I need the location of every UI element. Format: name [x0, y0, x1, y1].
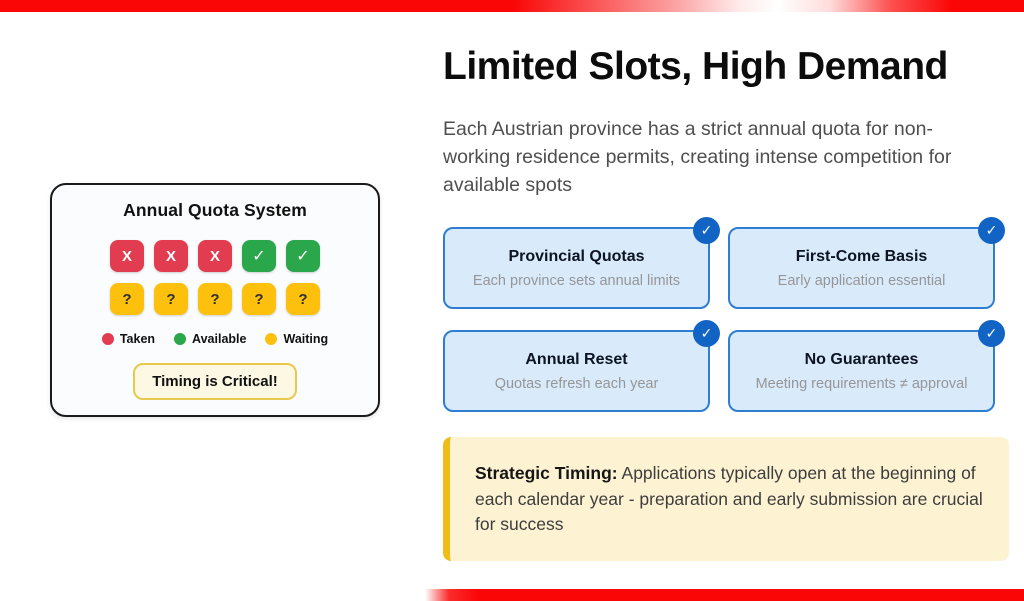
top-accent-bar	[0, 0, 1024, 12]
card-no-guarantees: ✓ No Guarantees Meeting requirements ≠ a…	[728, 320, 1005, 413]
check-badge-icon: ✓	[978, 217, 1005, 245]
legend-item-taken: Taken	[101, 332, 156, 346]
card-subtitle: Meeting requirements ≠ approval	[755, 375, 968, 392]
card-title: Annual Reset	[525, 350, 628, 368]
legend-item-available: Available	[174, 332, 246, 346]
slot-waiting: ?	[286, 283, 320, 315]
callout-text: Strategic Timing: Applications typically…	[475, 461, 983, 537]
card-subtitle: Quotas refresh each year	[494, 375, 659, 392]
waiting-dot-icon	[265, 333, 278, 345]
slot-row-top: X X X ✓ ✓	[110, 240, 320, 272]
available-dot-icon	[174, 333, 187, 345]
main-content: Limited Slots, High Demand Each Austrian…	[443, 44, 1010, 561]
card-provincial-quotas: ✓ Provincial Quotas Each province sets a…	[443, 217, 720, 310]
callout-body: Applications typically open at the begin…	[475, 463, 983, 534]
quota-system-card: Annual Quota System X X X ✓ ✓ ? ? ? ? ? …	[50, 183, 380, 417]
slot-waiting: ?	[110, 283, 144, 315]
slot-available: ✓	[286, 240, 320, 272]
slot-waiting: ?	[154, 283, 188, 315]
quota-card-title: Annual Quota System	[123, 200, 307, 220]
check-badge-icon: ✓	[978, 320, 1005, 348]
legend-label: Waiting	[283, 332, 329, 346]
legend-label: Available	[192, 332, 247, 346]
slot-taken: X	[110, 240, 144, 272]
taken-dot-icon	[101, 333, 114, 345]
slot-waiting: ?	[198, 283, 232, 315]
legend-label: Taken	[119, 332, 156, 346]
card-first-come-basis: ✓ First-Come Basis Early application ess…	[728, 217, 1005, 310]
strategic-timing-callout: Strategic Timing: Applications typically…	[443, 437, 1009, 561]
card-annual-reset: ✓ Annual Reset Quotas refresh each year	[443, 320, 720, 413]
bottom-accent-bar	[425, 589, 1024, 601]
check-badge-icon: ✓	[693, 217, 720, 245]
timing-critical-badge: Timing is Critical!	[133, 363, 297, 400]
slot-waiting: ?	[242, 283, 276, 315]
page-title: Limited Slots, High Demand	[443, 45, 948, 88]
legend: Taken Available Waiting	[101, 332, 328, 346]
card-subtitle: Each province sets annual limits	[472, 272, 681, 289]
card-subtitle: Early application essential	[777, 272, 946, 289]
card-title: Provincial Quotas	[508, 247, 645, 265]
slot-row-bottom: ? ? ? ? ?	[110, 283, 320, 315]
slot-taken: X	[198, 240, 232, 272]
callout-label: Strategic Timing:	[475, 463, 618, 484]
card-title: First-Come Basis	[795, 247, 928, 265]
slot-taken: X	[154, 240, 188, 272]
slot-available: ✓	[242, 240, 276, 272]
feature-card-grid: ✓ Provincial Quotas Each province sets a…	[443, 217, 1010, 413]
check-badge-icon: ✓	[693, 320, 720, 348]
card-title: No Guarantees	[804, 350, 919, 368]
legend-item-waiting: Waiting	[265, 332, 328, 346]
description-text: Each Austrian province has a strict annu…	[443, 117, 952, 196]
